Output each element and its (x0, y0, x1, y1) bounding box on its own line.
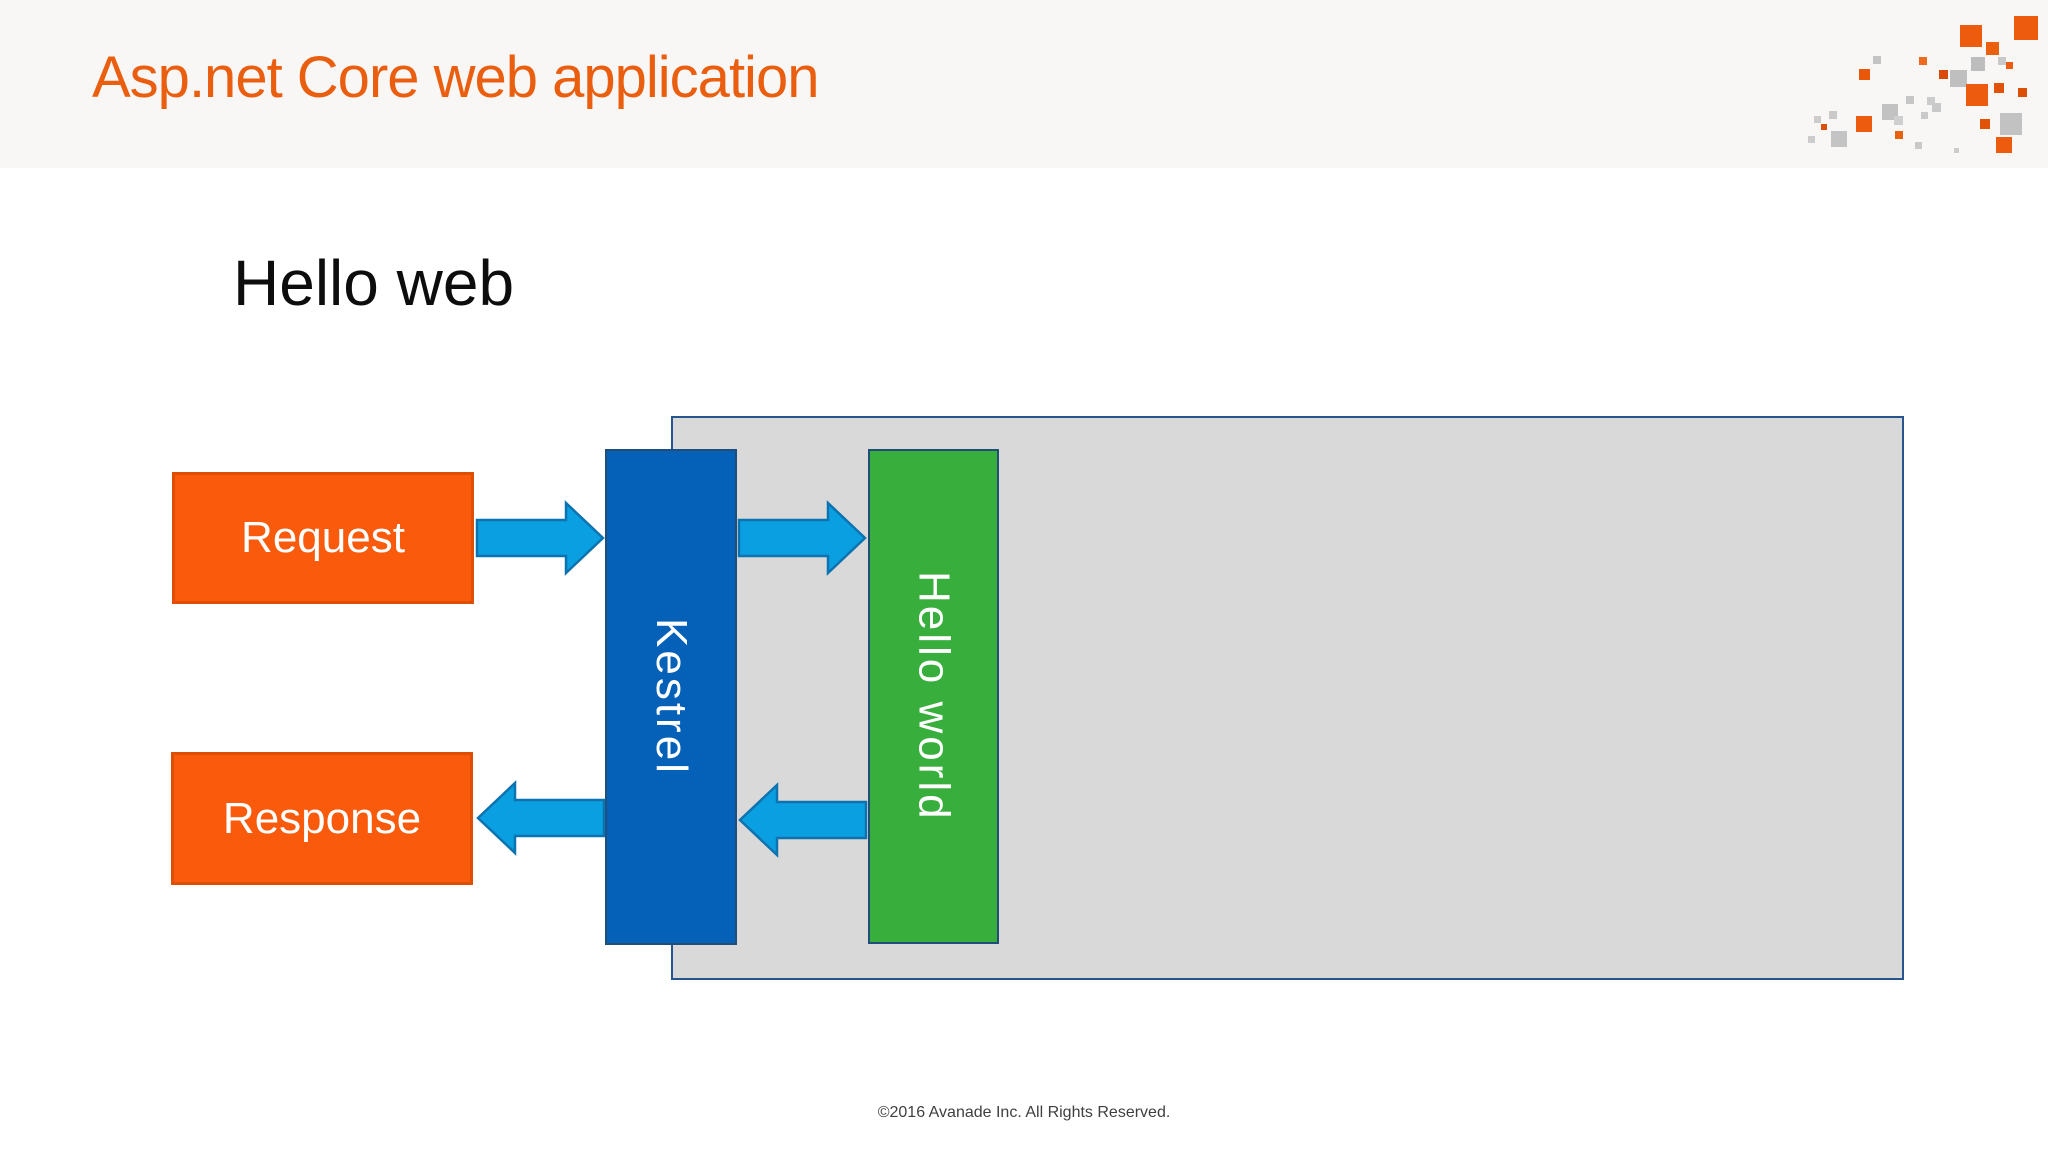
copyright-footer: ©2016 Avanade Inc. All Rights Reserved. (877, 1104, 1171, 1121)
kestrel-label: Kestrel (647, 618, 696, 776)
response-box: Response (171, 752, 473, 885)
hello-world-box: Hello world (868, 449, 999, 944)
response-label: Response (222, 793, 422, 843)
arrow-request-to-kestrel-icon (475, 500, 605, 576)
slide-heading: Hello web (233, 247, 515, 319)
request-box: Request (172, 472, 474, 604)
arrow-kestrel-to-response-icon (476, 780, 606, 856)
slide-header: Asp.net Core web application (0, 0, 2048, 168)
hello-world-label: Hello world (909, 571, 959, 822)
kestrel-box: Kestrel (605, 449, 737, 945)
request-label: Request (241, 513, 405, 562)
arrow-kestrel-to-helloworld-icon (737, 500, 867, 576)
arrow-helloworld-to-kestrel-icon (738, 782, 868, 858)
slide-title: Asp.net Core web application (92, 45, 819, 110)
